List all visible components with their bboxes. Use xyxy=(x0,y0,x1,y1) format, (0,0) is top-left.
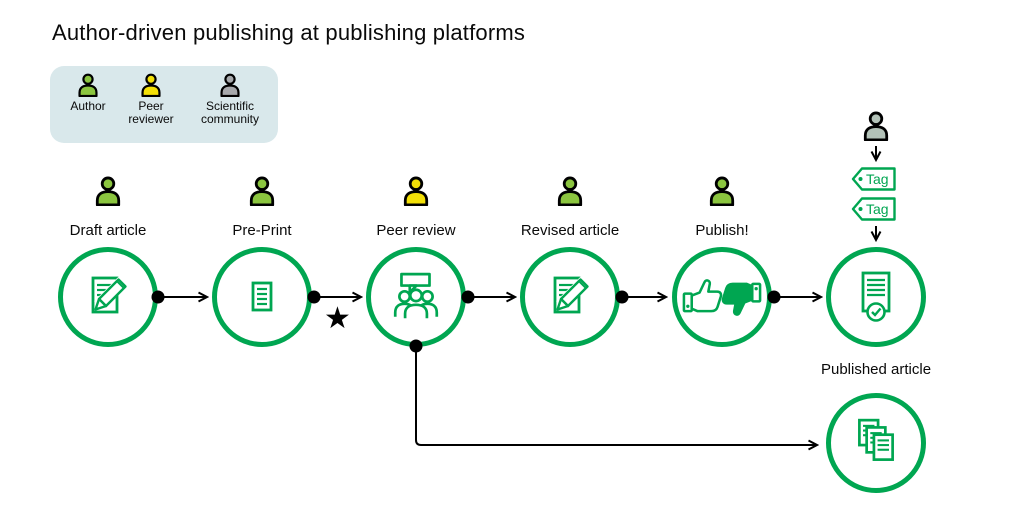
community-person-icon xyxy=(219,73,241,97)
thumbs-up-down-icon xyxy=(681,276,763,319)
star-icon: ★ xyxy=(324,302,351,335)
node-label-peer-review: Peer review xyxy=(376,222,456,239)
author-icon xyxy=(556,176,584,206)
peer-reviewer-icon xyxy=(402,176,430,206)
legend-item-community: Scientific community xyxy=(190,73,270,126)
tag-icon: Tag xyxy=(851,196,897,222)
author-icon xyxy=(708,176,736,206)
node-peer-review xyxy=(366,247,466,347)
document-icon xyxy=(239,274,285,320)
community-person-icon xyxy=(862,111,890,141)
author-person-icon xyxy=(77,73,99,97)
arrow-peer-review-to-published xyxy=(415,346,817,445)
node-published-article-certified xyxy=(826,247,926,347)
legend-label: Scientific community xyxy=(200,99,259,126)
author-icon xyxy=(248,176,276,206)
node-draft-article xyxy=(58,247,158,347)
legend-item-peer-reviewer: Peer reviewer xyxy=(122,73,180,126)
node-label-publish: Publish! xyxy=(695,222,749,239)
node-label-pre-print: Pre-Print xyxy=(232,222,292,239)
edit-document-icon xyxy=(546,273,594,321)
node-publish xyxy=(672,247,772,347)
edit-document-icon xyxy=(84,273,132,321)
node-label-published-article: Published article xyxy=(820,361,932,378)
legend-item-author: Author xyxy=(56,73,120,113)
node-published-article-copies xyxy=(826,393,926,493)
node-label-draft-article: Draft article xyxy=(69,222,147,239)
peer-reviewer-person-icon xyxy=(140,73,162,97)
discussion-group-icon xyxy=(389,270,443,324)
stacked-documents-icon xyxy=(849,416,903,470)
legend-box: Author Peer reviewer Scientific communit… xyxy=(50,66,278,143)
author-icon xyxy=(94,176,122,206)
legend-label: Author xyxy=(70,99,106,113)
tag-icon: Tag xyxy=(851,166,897,192)
tag-label: Tag xyxy=(866,171,889,187)
node-revised-article xyxy=(520,247,620,347)
diagram-title: Author-driven publishing at publishing p… xyxy=(52,20,526,45)
legend-label: Peer reviewer xyxy=(128,99,174,126)
tag-label: Tag xyxy=(866,201,889,217)
certified-document-icon xyxy=(851,269,901,325)
node-pre-print xyxy=(212,247,312,347)
node-label-revised-article: Revised article xyxy=(520,222,620,239)
